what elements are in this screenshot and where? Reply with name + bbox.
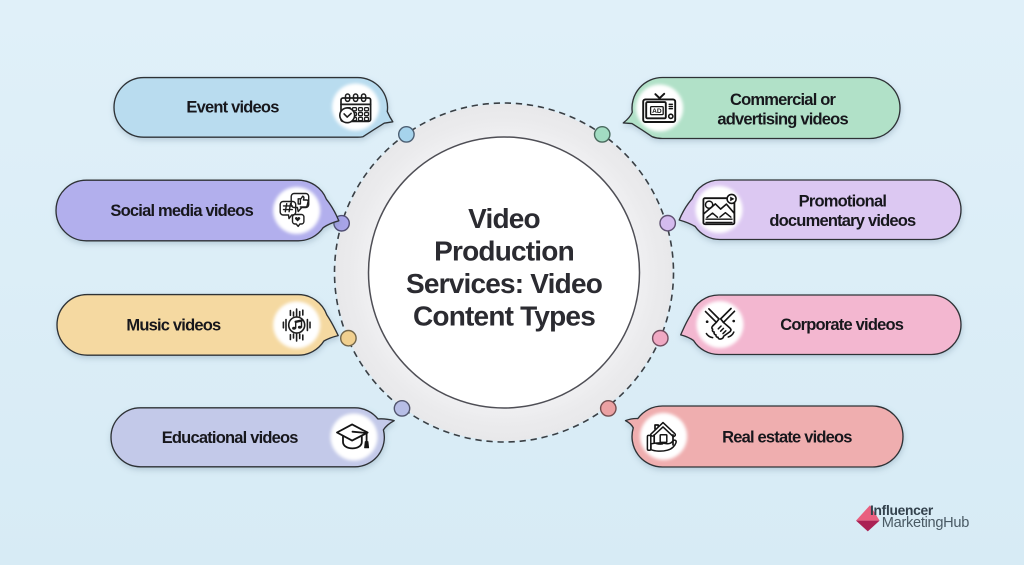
svg-text:Corporate videos: Corporate videos — [780, 316, 904, 334]
svg-text:Event videos: Event videos — [186, 99, 279, 117]
svg-text:Content Types: Content Types — [413, 301, 595, 332]
svg-text:Promotional: Promotional — [799, 193, 887, 211]
svg-text:Commercial or: Commercial or — [730, 91, 837, 109]
svg-text:Real estate videos: Real estate videos — [722, 429, 852, 447]
svg-text:MarketingHub: MarketingHub — [882, 515, 969, 531]
svg-text:Services: Video: Services: Video — [406, 268, 603, 299]
svg-text:advertising videos: advertising videos — [717, 111, 848, 129]
svg-text:Production: Production — [434, 236, 574, 267]
svg-text:documentary videos: documentary videos — [769, 212, 916, 230]
svg-text:Social media videos: Social media videos — [110, 202, 253, 220]
svg-text:Educational videos: Educational videos — [162, 429, 299, 447]
svg-text:AD: AD — [652, 108, 662, 115]
svg-text:Music videos: Music videos — [126, 317, 221, 335]
svg-text:Video: Video — [468, 203, 540, 234]
svg-text:Influencer: Influencer — [870, 503, 934, 518]
